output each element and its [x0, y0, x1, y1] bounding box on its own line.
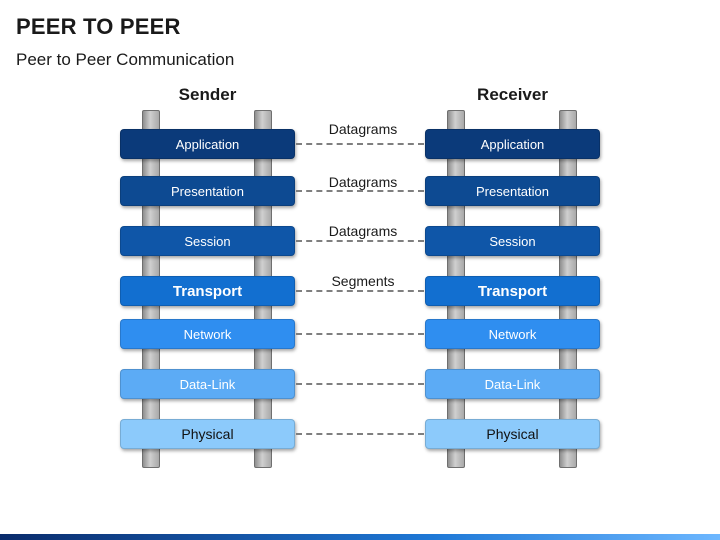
- connection-line-transport: [296, 290, 424, 292]
- connection-line-network: [296, 333, 424, 335]
- connection-label-application: Datagrams: [328, 121, 398, 137]
- receiver-heading: Receiver: [477, 85, 548, 104]
- sender-heading: Sender: [178, 85, 237, 104]
- sender-layer-physical: Physical: [120, 419, 295, 449]
- connection-line-presentation: [296, 190, 424, 192]
- connection-label-presentation: Datagrams: [328, 174, 398, 190]
- page-title: PEER TO PEER: [16, 14, 181, 39]
- connection-line-data-link: [296, 383, 424, 385]
- receiver-layer-session: Session: [425, 226, 600, 256]
- connection-line-application: [296, 143, 424, 145]
- connection-label-transport: Segments: [331, 273, 395, 289]
- connection-line-session: [296, 240, 424, 242]
- sender-layer-network: Network: [120, 319, 295, 349]
- sender-layer-application: Application: [120, 129, 295, 159]
- connection-line-physical: [296, 433, 424, 435]
- receiver-layer-network: Network: [425, 319, 600, 349]
- receiver-layer-application: Application: [425, 129, 600, 159]
- receiver-layer-data-link: Data-Link: [425, 369, 600, 399]
- page-subtitle: Peer to Peer Communication: [16, 50, 235, 69]
- sender-layer-data-link: Data-Link: [120, 369, 295, 399]
- sender-layer-session: Session: [120, 226, 295, 256]
- connection-label-session: Datagrams: [328, 223, 398, 239]
- receiver-layer-transport: Transport: [425, 276, 600, 306]
- sender-layer-presentation: Presentation: [120, 176, 295, 206]
- receiver-layer-physical: Physical: [425, 419, 600, 449]
- accent-bar: [0, 534, 720, 540]
- sender-layer-transport: Transport: [120, 276, 295, 306]
- receiver-layer-presentation: Presentation: [425, 176, 600, 206]
